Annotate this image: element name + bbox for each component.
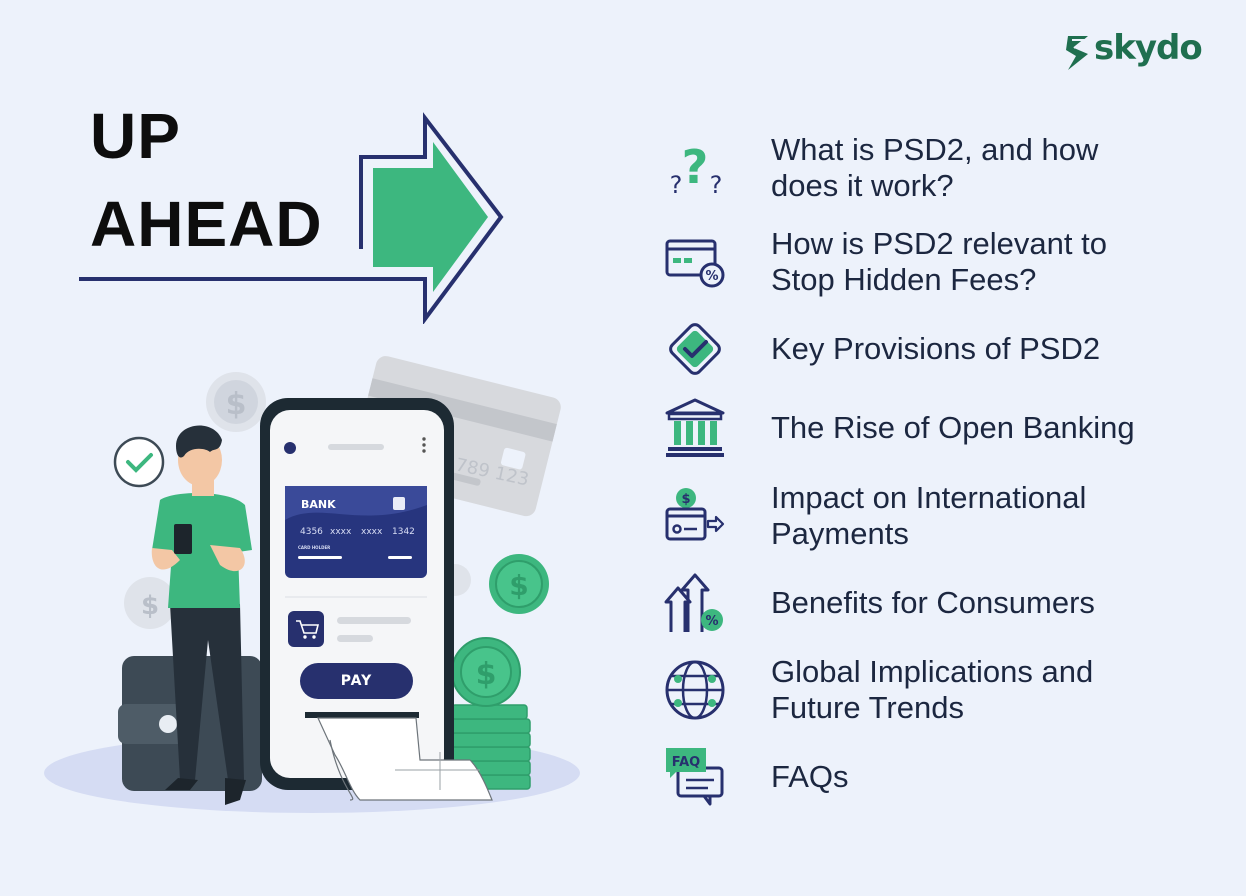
- card-percent-icon: %: [660, 227, 730, 297]
- svg-text:$: $: [509, 569, 528, 602]
- agenda-label: How is PSD2 relevant to Stop Hidden Fees…: [771, 226, 1107, 297]
- agenda-item-faqs: FAQ FAQs: [660, 742, 1220, 812]
- brand-name: skydo: [1094, 28, 1203, 68]
- svg-text:?: ?: [710, 171, 723, 199]
- pay-button[interactable]: PAY: [340, 673, 373, 689]
- svg-text:$: $: [141, 591, 159, 621]
- title-line-2: AHEAD: [90, 188, 323, 260]
- agenda-item-benefits-consumers: % Benefits for Consumers: [660, 568, 1220, 638]
- agenda-item-psd2-overview: ? ? ? What is PSD2, and how does it work…: [660, 132, 1220, 204]
- skydo-logo-mark-icon: [1066, 36, 1088, 70]
- bank-building-icon: [660, 393, 730, 463]
- agenda-label: Benefits for Consumers: [771, 585, 1095, 620]
- agenda-item-open-banking: The Rise of Open Banking: [660, 393, 1220, 463]
- title-line-1: UP: [90, 100, 181, 172]
- check-diamond-icon: [660, 314, 730, 384]
- bank-label: BANK: [301, 498, 336, 511]
- card-number-part-1: 4356: [300, 527, 323, 537]
- big-arrow-icon: [79, 112, 504, 324]
- svg-text:$: $: [681, 492, 690, 507]
- agenda-item-global-implications: Global Implications and Future Trends: [660, 654, 1220, 726]
- faq-chat-icon: FAQ: [660, 742, 730, 812]
- svg-text:?: ?: [670, 171, 683, 199]
- agenda-item-hidden-fees: % How is PSD2 relevant to Stop Hidden Fe…: [660, 226, 1220, 298]
- svg-text:%: %: [705, 269, 718, 284]
- svg-text:$: $: [226, 387, 247, 422]
- agenda-label: What is PSD2, and how does it work?: [771, 132, 1099, 203]
- card-number-part-3: xxxx: [361, 527, 383, 537]
- card-holder-label: CARD HOLDER: [298, 545, 331, 550]
- card-number-part-4: 1342: [392, 527, 415, 537]
- growth-arrows-icon: %: [660, 568, 730, 638]
- svg-text:FAQ: FAQ: [672, 755, 701, 770]
- agenda-label: Key Provisions of PSD2: [771, 331, 1101, 366]
- question-marks-icon: ? ? ?: [660, 133, 730, 203]
- page-title: UP AHEAD: [90, 92, 323, 268]
- agenda-item-international-payments: $ Impact on International Payments: [660, 480, 1220, 552]
- agenda-label: Impact on International Payments: [771, 480, 1087, 551]
- agenda-label: Global Implications and Future Trends: [771, 654, 1094, 725]
- agenda-label: FAQs: [771, 759, 849, 794]
- card-transfer-icon: $: [660, 481, 730, 551]
- svg-text:$: $: [476, 657, 497, 692]
- payment-illustration: $ $ $ $: [44, 356, 580, 813]
- svg-text:%: %: [705, 614, 718, 629]
- globe-icon: [660, 655, 730, 725]
- svg-text:?: ?: [682, 140, 709, 194]
- skydo-logo: skydo: [1064, 28, 1203, 74]
- card-number-part-2: xxxx: [330, 527, 352, 537]
- agenda-label: The Rise of Open Banking: [771, 410, 1135, 445]
- agenda-item-key-provisions: Key Provisions of PSD2: [660, 314, 1220, 384]
